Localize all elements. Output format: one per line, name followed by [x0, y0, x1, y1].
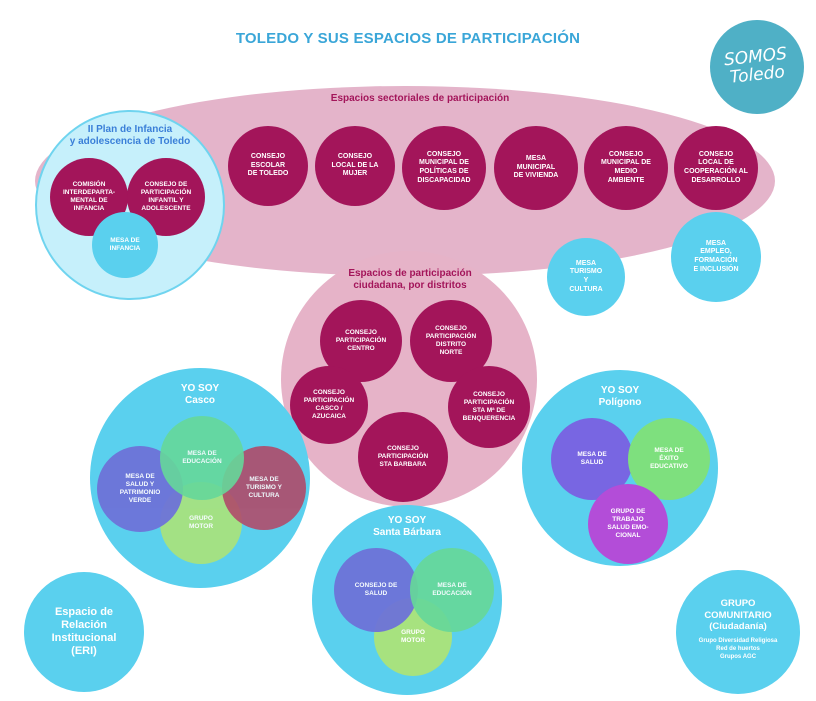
mesa-vivienda: MESA MUNICIPAL DE VIVIENDA	[494, 126, 578, 210]
distrito-sta-barbara: CONSEJO PARTICIPACIÓN STA BARBARA	[358, 412, 448, 502]
comunitario-item: Grupos AGC	[719, 653, 757, 660]
distrito-casco-azucaica: CONSEJO PARTICIPACIÓN CASCO / AZUCAICA	[290, 366, 368, 444]
poligono-title: YO SOY Polígono	[598, 385, 642, 408]
sectoriales-title: Espacios sectoriales de participación	[330, 93, 510, 104]
comunitario-item: Red de huertos	[716, 646, 760, 653]
page-title: TOLEDO Y SUS ESPACIOS DE PARTICIPACIÓN	[235, 30, 581, 47]
consejo-medio-ambiente: CONSEJO MUNICIPAL DE MEDIO AMBIENTE	[584, 126, 668, 210]
sb-educacion: MESA DE EDUCACIÓN	[410, 548, 494, 632]
infancia-title: II Plan de Infancia y adolescencia de To…	[69, 124, 191, 147]
comunitario-list: Grupo Diversidad Religiosa Red de huerto…	[699, 638, 778, 661]
casco-title: YO SOY Casco	[180, 383, 220, 406]
distritos-title: Espacios de participación ciudadana, por…	[348, 268, 472, 291]
consejo-escolar: CONSEJO ESCOLAR DE TOLEDO	[228, 126, 308, 206]
logo-text: SOMOS Toledo	[723, 43, 789, 88]
poligono-salud-emocional: GRUPO DE TRABAJO SALUD EMO- CIONAL	[588, 484, 668, 564]
consejo-discapacidad: CONSEJO MUNICIPAL DE POLÍTICAS DE DISCAP…	[402, 126, 486, 210]
comunitario-circle: GRUPO COMUNITARIO (Ciudadanía) Grupo Div…	[676, 570, 800, 694]
eri-circle: Espacio de Relación Institucional (ERI)	[24, 572, 144, 692]
casco-turismo: MESA DE TURISMO Y CULTURA	[222, 446, 306, 530]
mesa-turismo-cultura: MESA TURISMO Y CULTURA	[547, 238, 625, 316]
infancia-mesa: MESA DE INFANCIA	[92, 212, 158, 278]
mesa-empleo: MESA EMPLEO, FORMACIÓN E INCLUSIÓN	[671, 212, 761, 302]
consejo-mujer: CONSEJO LOCAL DE LA MUJER	[315, 126, 395, 206]
somos-toledo-logo: SOMOS Toledo	[710, 20, 804, 114]
comunitario-title: GRUPO COMUNITARIO (Ciudadanía)	[704, 598, 772, 632]
sb-consejo-salud: CONSEJO DE SALUD	[334, 548, 418, 632]
santa-barbara-title: YO SOY Santa Bárbara	[373, 515, 441, 538]
consejo-cooperacion: CONSEJO LOCAL DE COOPERACIÓN AL DESARROL…	[674, 126, 758, 210]
casco-educacion: MESA DE EDUCACIÓN	[160, 416, 244, 500]
distrito-benquerencia: CONSEJO PARTICIPACIÓN STA Mª DE BENQUERE…	[448, 366, 530, 448]
eri-title: Espacio de Relación Institucional (ERI)	[51, 605, 117, 658]
comunitario-item: Grupo Diversidad Religiosa	[698, 638, 778, 645]
